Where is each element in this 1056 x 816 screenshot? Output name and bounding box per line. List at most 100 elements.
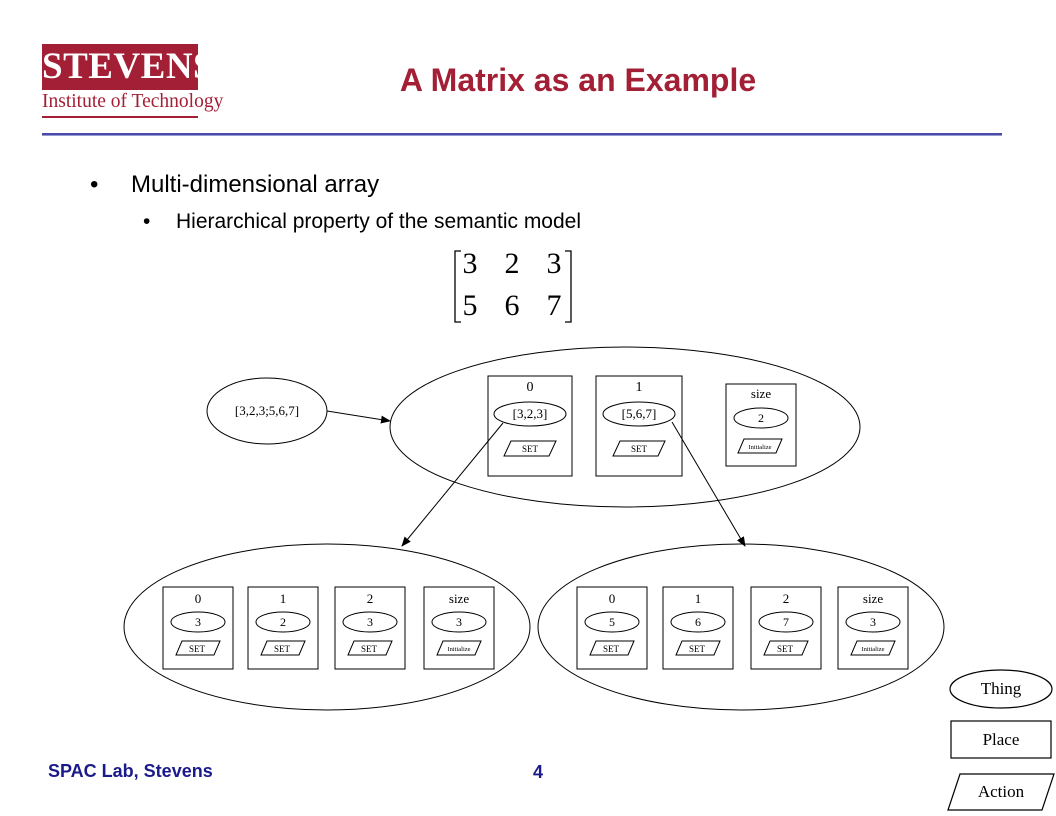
matrix-left-bracket [454,250,461,323]
value-thing [170,611,226,633]
top-thing-ellipse [389,346,861,508]
place-box [837,586,909,670]
action-label: SET [361,644,378,654]
input-thing: [3,2,3;5,6,7] [206,377,328,445]
matrix-cell: 2 [505,247,520,280]
place-box [662,586,734,670]
value-label: 3 [195,615,201,629]
place-box [423,586,495,670]
action-label: SET [689,644,706,654]
action-shape [436,640,482,656]
bullet-glyph: • [90,171,99,198]
place-box [750,586,822,670]
right-place-size: size 3 Initialize [837,586,909,670]
page-number: 4 [533,762,544,782]
matrix-cell: 7 [547,289,562,322]
value-label: 5 [609,615,615,629]
top-place-0: 0 [3,2,3] SET [487,375,573,477]
action-shape [612,440,666,457]
right-place-2: 2 7 SET [750,586,822,670]
top-thing: 0 [3,2,3] SET 1 [5,6,7] SET size 2 Initi… [389,346,861,508]
matrix-cell: 3 [547,247,562,280]
action-shape [175,640,221,656]
legend-place-shape [950,720,1052,759]
place-box [487,375,573,477]
place-box [576,586,648,670]
input-thing-label: [3,2,3;5,6,7] [235,403,299,418]
bullet-text: Multi-dimensional array [131,171,380,198]
action-label: SET [522,444,539,454]
value-thing [431,611,487,633]
place-index: size [863,591,883,606]
action-label: SET [777,644,794,654]
value-thing [584,611,640,633]
legend-thing-shape [949,669,1053,709]
bullet-item: • Multi-dimensional array [90,171,379,199]
right-thing-ellipse [537,543,945,711]
legend-action-label: Action [978,782,1025,801]
matrix-cell: 5 [463,289,478,322]
legend-thing-label: Thing [981,679,1022,698]
place-index: 0 [527,380,534,395]
action-label: Initialize [447,646,470,653]
logo-underline [42,116,198,118]
header-divider [42,133,1002,137]
decompose-arrow-right [671,421,746,547]
bullet-text: Hierarchical property of the semantic mo… [176,210,582,233]
value-thing [670,611,726,633]
action-label: SET [274,644,291,654]
action-label: SET [631,444,648,454]
matrix-cell: 6 [505,289,520,322]
right-thing: 0 5 SET 1 6 SET 2 7 SET size 3 [537,543,945,711]
logo-wordmark: STEVENS [42,44,214,90]
matrix-cell: 3 [463,247,478,280]
slide-title: A Matrix as an Example [399,62,757,98]
value-label: 7 [783,615,789,629]
value-thing [493,401,567,427]
value-label: 3 [870,615,876,629]
left-place-1: 1 2 SET [247,586,319,670]
footer-lab-name: SPAC Lab, Stevens [48,761,213,781]
action-shape [260,640,306,656]
sub-bullet-item: •Hierarchical property of the semantic m… [143,210,581,234]
place-box [725,383,797,467]
place-index: 0 [609,591,616,606]
value-label: 2 [280,615,286,629]
legend: Thing Place Action [947,669,1055,811]
action-shape [763,640,809,656]
value-thing [342,611,398,633]
place-index: 1 [280,591,287,606]
value-label: 2 [758,411,764,425]
left-thing: 0 3 SET 1 2 SET 2 3 SET size 3 [123,543,531,711]
value-thing [602,401,676,427]
decompose-arrow-left [401,422,504,547]
value-label: 3 [456,615,462,629]
place-box [595,375,683,477]
action-label: SET [189,644,206,654]
right-place-0: 0 5 SET [576,586,648,670]
place-index: 1 [695,591,702,606]
input-arrow [326,410,391,424]
place-index: 1 [636,380,643,395]
left-place-size: size 3 Initialize [423,586,495,670]
matrix-right-bracket [565,250,572,323]
value-thing [733,407,789,429]
value-label: [3,2,3] [513,406,548,421]
left-place-2: 2 3 SET [334,586,406,670]
action-shape [675,640,721,656]
action-shape [589,640,635,656]
legend-action-shape [947,773,1055,811]
value-thing [255,611,311,633]
left-place-0: 0 3 SET [162,586,234,670]
top-place-size: size 2 Initialize [725,383,797,467]
action-shape [503,440,557,457]
value-label: [5,6,7] [622,406,657,421]
value-thing [845,611,901,633]
place-index: size [751,386,771,401]
legend-place-label: Place [983,730,1020,749]
matrix: 3 2 3 5 6 7 [454,247,572,323]
logo-subtitle: Institute of Technology [42,91,224,112]
action-shape [737,438,783,454]
place-box [162,586,234,670]
